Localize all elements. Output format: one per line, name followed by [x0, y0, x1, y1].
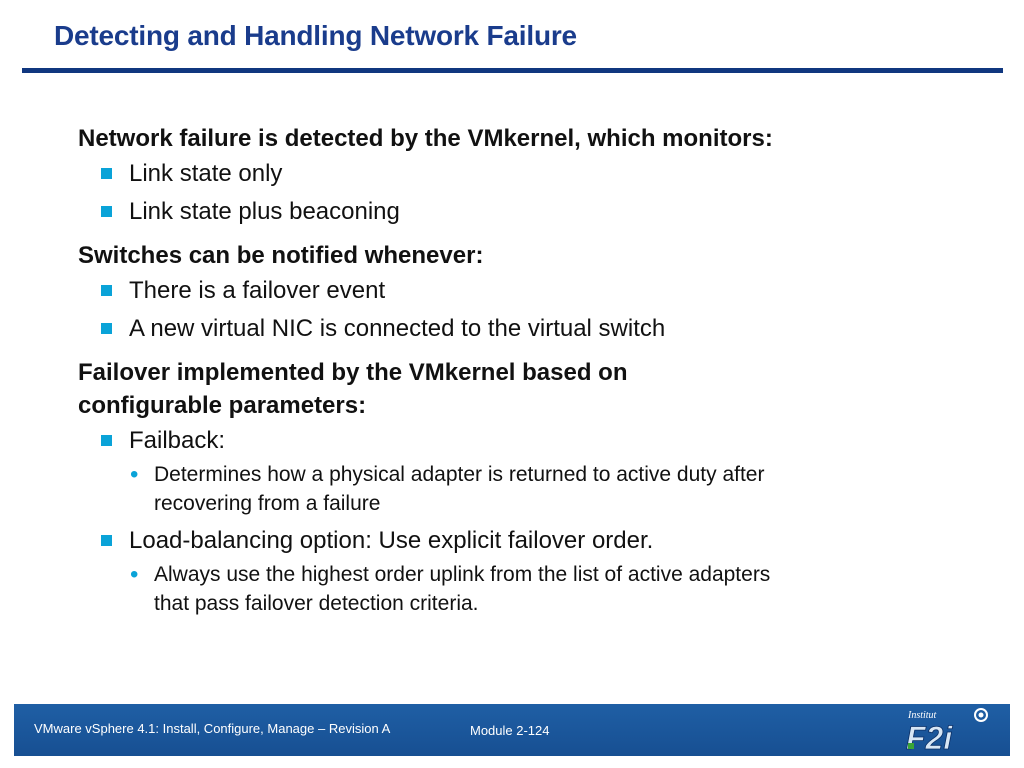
- bullet-text: Link state plus beaconing: [129, 198, 400, 225]
- bullet-item: Load-balancing option: Use explicit fail…: [78, 522, 878, 560]
- slide-content: Network failure is detected by the VMker…: [78, 122, 878, 622]
- dot-bullet-icon: •: [130, 461, 139, 488]
- f2i-logo: Institut F2i: [906, 708, 988, 753]
- square-bullet-icon: [101, 435, 112, 446]
- square-bullet-icon: [101, 206, 112, 217]
- logo-subtext: Institut: [907, 710, 937, 721]
- section-heading-failover: Failover implemented by the VMkernel bas…: [78, 359, 628, 419]
- bullet-text: Failback:: [129, 427, 226, 454]
- section-heading-notification: Switches can be notified whenever:: [78, 242, 484, 269]
- course-title: VMware vSphere 4.1: Install, Configure, …: [34, 721, 391, 736]
- square-bullet-icon: [101, 323, 112, 334]
- bullet-item: A new virtual NIC is connected to the vi…: [78, 310, 878, 348]
- sub-bullet-item: • Always use the highest order uplink fr…: [78, 560, 794, 618]
- bullet-text: There is a failover event: [129, 277, 386, 304]
- slide-title: Detecting and Handling Network Failure: [54, 20, 577, 51]
- square-bullet-icon: [101, 168, 112, 179]
- sub-bullet-text: Always use the highest order uplink from…: [154, 563, 771, 615]
- bullet-item: There is a failover event: [78, 272, 878, 310]
- bullet-text: Load-balancing option: Use explicit fail…: [129, 527, 654, 554]
- dot-bullet-icon: •: [130, 561, 139, 588]
- bullet-item: Link state only: [78, 155, 878, 193]
- bullet-text: A new virtual NIC is connected to the vi…: [129, 315, 666, 342]
- bullet-text: Link state only: [129, 160, 283, 187]
- bullet-item: Link state plus beaconing: [78, 193, 878, 231]
- sub-bullet-text: Determines how a physical adapter is ret…: [154, 463, 765, 515]
- section-heading-detection: Network failure is detected by the VMker…: [78, 125, 773, 152]
- bullet-item: Failback:: [78, 422, 878, 460]
- title-divider: [22, 68, 1003, 73]
- footer-bar: VMware vSphere 4.1: Install, Configure, …: [14, 704, 1010, 756]
- square-bullet-icon: [101, 535, 112, 546]
- module-number: Module 2-124: [470, 723, 550, 738]
- sub-bullet-item: • Determines how a physical adapter is r…: [78, 460, 794, 518]
- square-bullet-icon: [101, 285, 112, 296]
